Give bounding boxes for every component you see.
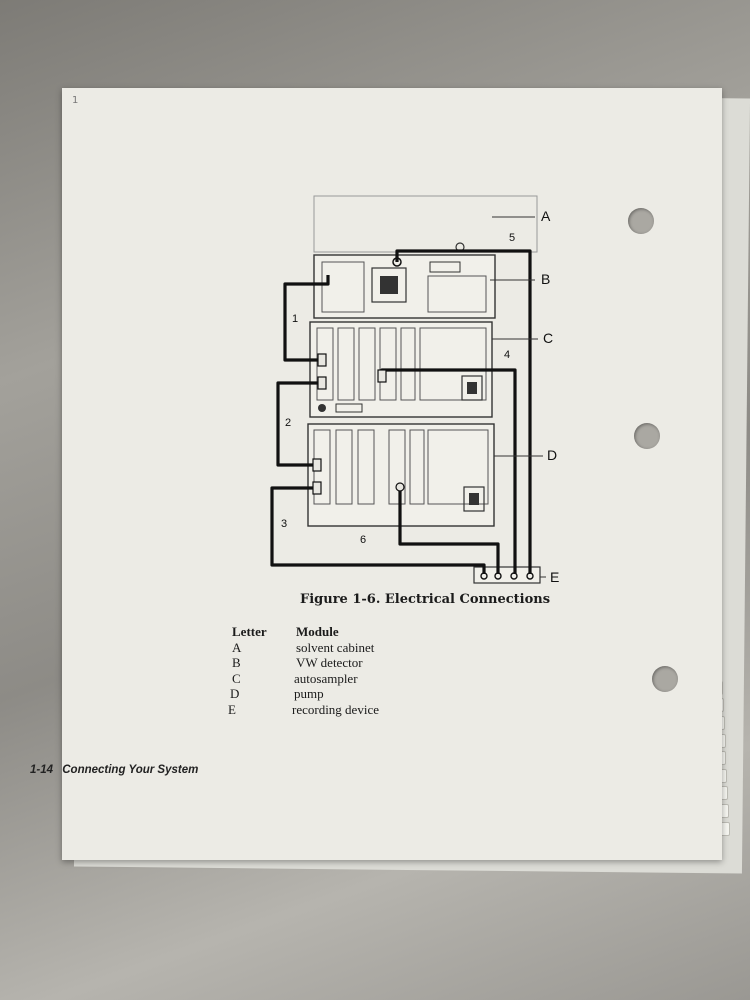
label-d: D <box>547 447 557 463</box>
page-footer: 1-14 Connecting Your System <box>30 764 204 776</box>
punch-hole-middle <box>634 423 660 449</box>
module-a-solvent-cabinet <box>313 195 538 253</box>
module-e-recording-device <box>473 566 541 584</box>
row-module: recording device <box>292 702 379 717</box>
autosampler-keylock <box>335 403 363 413</box>
corner-mark: 1 <box>72 95 79 106</box>
row-module: solvent cabinet <box>296 640 375 655</box>
header-letter: Letter <box>232 624 267 639</box>
detector-power-socket <box>371 267 407 303</box>
cable-6 <box>398 488 500 574</box>
pump-power-inner <box>469 493 479 505</box>
autosampler-power-inner <box>467 382 477 394</box>
autosampler-power-socket <box>461 375 483 401</box>
autosampler-card-slots <box>316 327 487 401</box>
row-module: autosampler <box>294 671 358 686</box>
detector-power-inner <box>380 276 398 294</box>
punch-hole-bottom <box>652 666 678 692</box>
section-title: Connecting Your System <box>62 764 199 776</box>
cable-1 <box>283 275 330 362</box>
cable-label-1: 1 <box>292 313 298 325</box>
page-number: 1-14 <box>30 764 54 776</box>
detector-panel-left <box>321 261 365 313</box>
detector-panel-right <box>427 275 487 313</box>
punch-hole-top <box>628 208 654 234</box>
cable-plugs <box>312 353 405 495</box>
label-e: E <box>550 569 559 585</box>
cable-2 <box>276 381 320 467</box>
header-module: Module <box>296 624 339 639</box>
row-letter: B <box>232 655 241 670</box>
label-a: A <box>541 208 551 224</box>
row-letter: C <box>232 671 241 686</box>
cable-5 <box>395 249 532 574</box>
label-c: C <box>543 330 553 346</box>
row-letter: A <box>232 640 242 655</box>
cable-label-2: 2 <box>285 417 291 429</box>
figure-caption: Figure 1-6. Electrical Connections <box>300 592 551 607</box>
label-leader-lines <box>490 216 546 578</box>
cable-label-4: 4 <box>504 349 510 361</box>
detector-rs232-port <box>429 261 461 273</box>
cable-3 <box>270 486 486 574</box>
row-module: VW detector <box>296 655 363 670</box>
autosampler-indicator <box>318 404 326 412</box>
cable-label-5: 5 <box>509 232 515 244</box>
row-letter: E <box>228 702 236 717</box>
row-module: pump <box>294 686 324 701</box>
cable-label-3: 3 <box>281 518 287 530</box>
cable-label-6: 6 <box>360 534 366 546</box>
row-letter: D <box>230 686 240 701</box>
module-b-vw-detector <box>313 254 496 319</box>
label-b: B <box>541 271 550 287</box>
pump-card-slots <box>313 429 489 505</box>
pump-power-socket <box>463 486 485 512</box>
